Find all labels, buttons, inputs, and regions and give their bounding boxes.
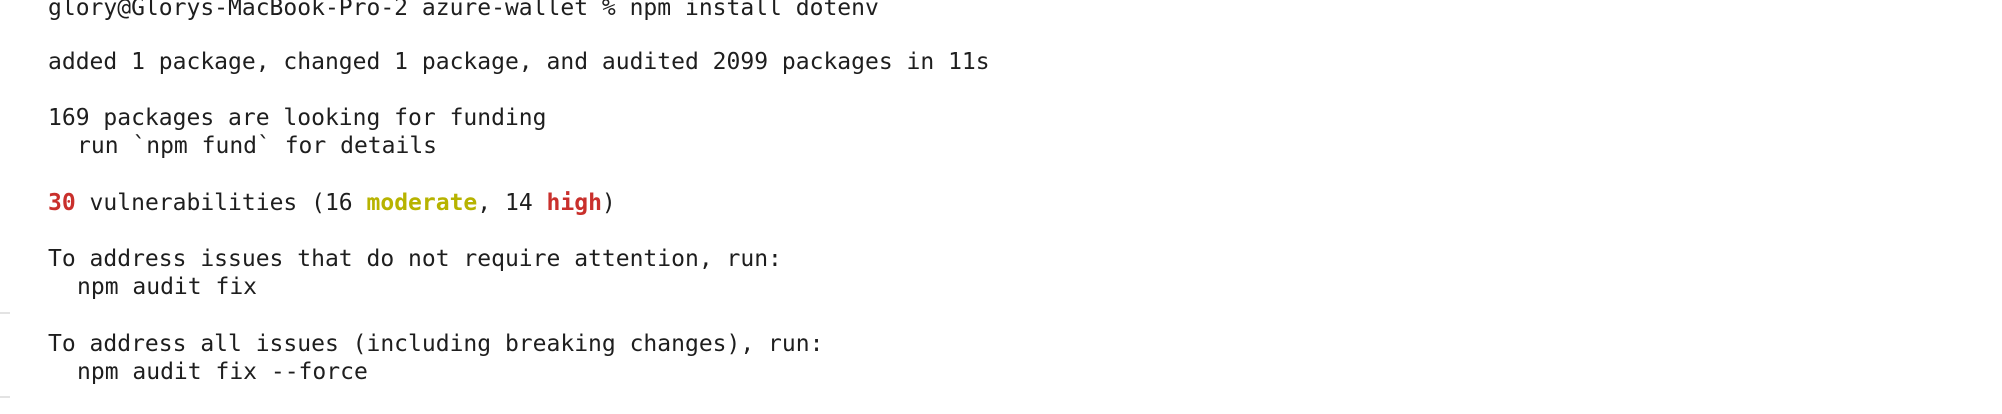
audit-force-intro-line: To address all issues (including breakin… xyxy=(48,331,824,357)
audit-force-command-line: npm audit fix --force xyxy=(77,359,368,385)
vulnerabilities-line: 30 vulnerabilities (16 moderate, 14 high… xyxy=(48,189,616,217)
command-prompt-line: glory@Glorys-MacBook-Pro-2 azure-wallet … xyxy=(48,0,879,21)
moderate-label: moderate xyxy=(366,190,478,216)
vulnerability-close: ) xyxy=(601,190,616,216)
high-label: high xyxy=(546,190,602,216)
terminal-edge-divider xyxy=(0,396,10,398)
fund-hint-line: run `npm fund` for details xyxy=(77,133,438,159)
audit-fix-command-line: npm audit fix xyxy=(77,274,258,300)
funding-line: 169 packages are looking for funding xyxy=(48,105,547,131)
audit-fix-intro-line: To address issues that do not require at… xyxy=(48,246,782,272)
terminal-edge-divider xyxy=(0,312,10,314)
vulnerability-separator: , 14 xyxy=(477,190,547,216)
vulnerability-count: 30 xyxy=(48,190,76,216)
install-summary-line: added 1 package, changed 1 package, and … xyxy=(48,49,990,75)
vulnerability-text: vulnerabilities (16 xyxy=(75,190,367,216)
